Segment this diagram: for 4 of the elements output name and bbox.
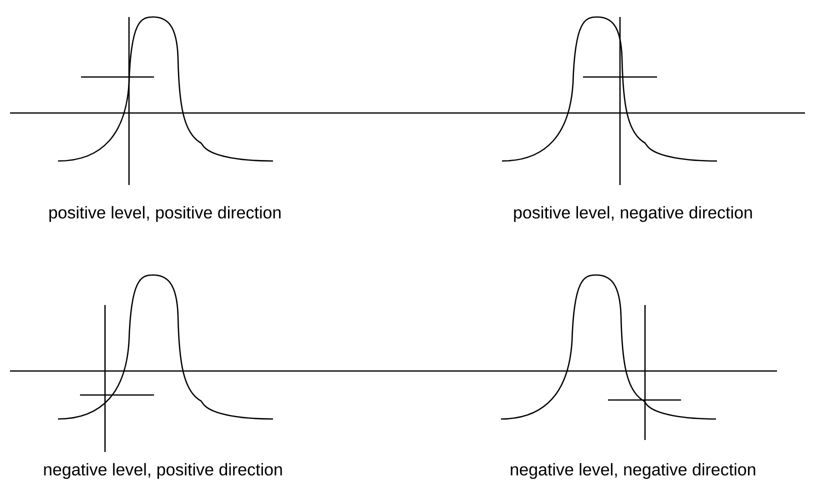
- caption: positive level, positive direction: [49, 206, 281, 222]
- caption: negative level, negative direction: [510, 463, 756, 479]
- caption: negative level, positive direction: [44, 463, 282, 479]
- caption: positive level, negative direction: [514, 206, 752, 222]
